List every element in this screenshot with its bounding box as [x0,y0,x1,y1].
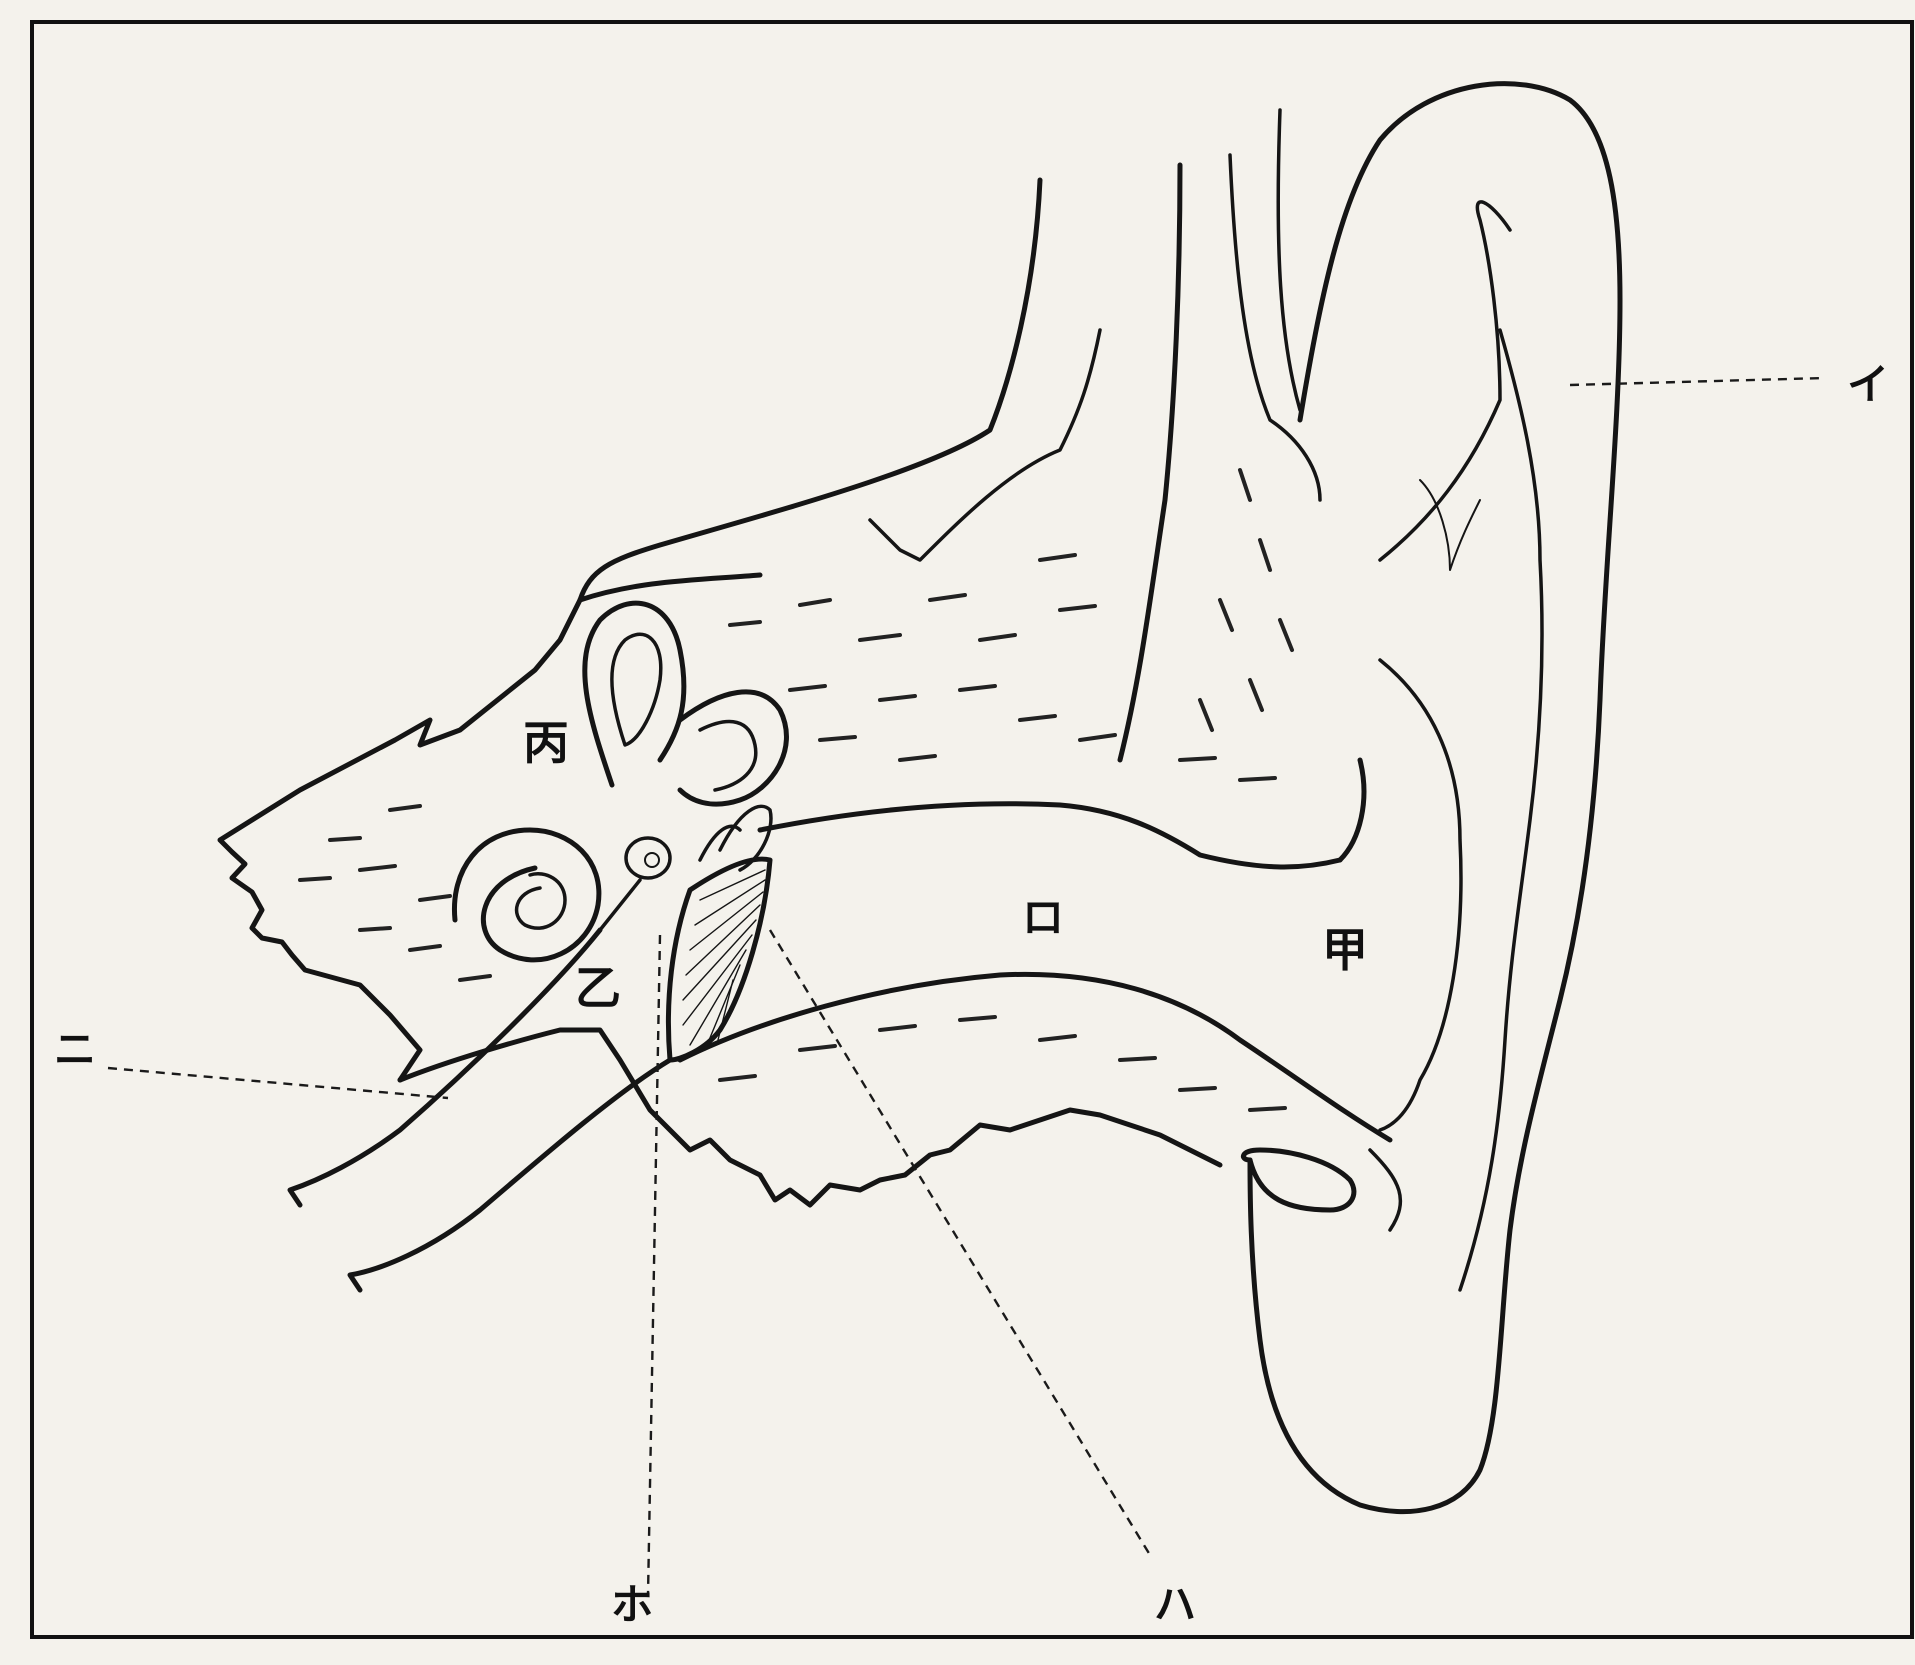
ear-canal [680,760,1390,1140]
label-i: イ [1847,364,1889,406]
label-hei: 丙 [523,720,569,766]
label-ro: ロ [1022,897,1064,939]
middle-ear [626,806,771,1060]
leader-ni [108,1068,448,1098]
leader-ho [648,935,660,1595]
leader-i [1570,378,1825,385]
label-ho: ホ [611,1584,653,1626]
figure-frame [32,22,1912,1637]
leader-ha [770,930,1150,1555]
inner-ear [290,603,786,1290]
leader-lines [108,378,1825,1595]
label-otsu: 乙 [575,965,621,1011]
temporal-bone [220,110,1320,1205]
label-kou: 甲 [1322,927,1368,973]
label-ha: ハ [1154,1584,1196,1626]
label-ni: ニ [54,1029,96,1071]
auricle [1243,84,1620,1512]
